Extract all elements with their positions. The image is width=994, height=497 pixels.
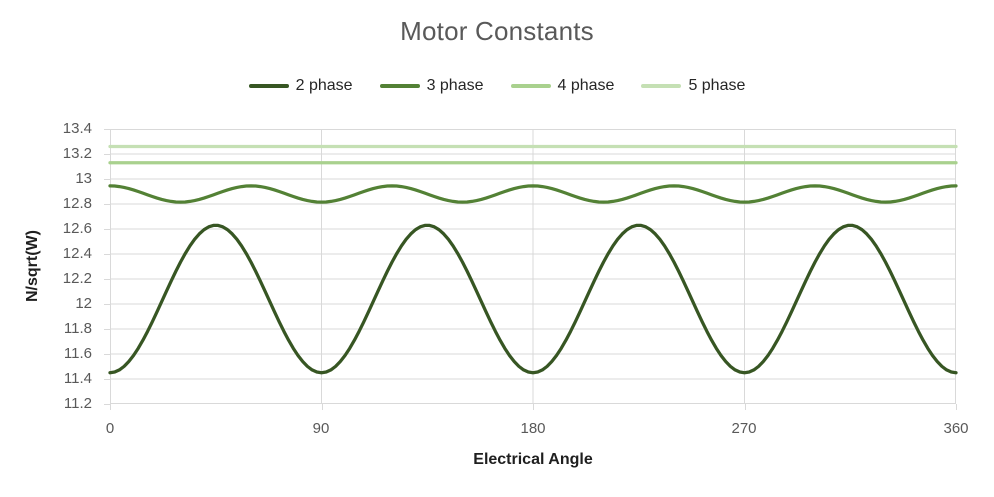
axis-tick-mark — [104, 379, 110, 380]
y-tick-label: 13 — [75, 170, 92, 187]
axis-tick-mark — [104, 304, 110, 305]
axis-tick-mark — [104, 179, 110, 180]
axis-tick-mark — [104, 129, 110, 130]
legend-item-5-phase[interactable]: 5 phase — [641, 77, 745, 95]
legend-item-4-phase[interactable]: 4 phase — [510, 77, 615, 95]
y-tick-label: 12 — [75, 295, 92, 312]
y-tick-label: 11.8 — [63, 320, 92, 337]
x-tick-label: 360 — [943, 420, 969, 437]
y-tick-label: 12.8 — [62, 195, 92, 212]
axis-tick-mark — [110, 404, 111, 410]
y-tick-label: 11.6 — [63, 345, 92, 362]
y-tick-label: 12.6 — [62, 220, 92, 237]
x-tick-label: 90 — [312, 420, 330, 437]
legend-label: 4 phase — [557, 77, 615, 94]
y-tick-label: 13.2 — [62, 145, 92, 162]
axis-tick-mark — [104, 279, 110, 280]
axis-tick-mark — [956, 404, 957, 410]
legend-label: 5 phase — [688, 77, 746, 94]
plot-border — [110, 129, 956, 404]
series-line-3-phase[interactable] — [108, 184, 958, 204]
legend-label: 3 phase — [426, 77, 484, 94]
axis-tick-mark — [104, 404, 110, 405]
legend-line-swatch-3-phase — [379, 84, 420, 88]
y-tick-label: 12.4 — [62, 245, 92, 262]
y-tick-label: 12.2 — [62, 270, 92, 287]
axis-tick-mark — [104, 254, 110, 255]
chart-title: Motor Constants — [400, 16, 594, 46]
legend: 2 phase 3 phase 4 phase 5 phase — [0, 76, 994, 96]
legend-line-swatch-5-phase — [641, 84, 682, 88]
y-tick-label: 13.4 — [62, 120, 92, 137]
legend-label: 2 phase — [295, 77, 353, 94]
y-tick-label: 11.4 — [63, 370, 92, 387]
axis-tick-mark — [744, 404, 746, 410]
legend-item-2-phase[interactable]: 2 phase — [248, 77, 353, 95]
axis-tick-mark — [104, 329, 110, 330]
x-axis-title: Electrical Angle — [473, 451, 593, 468]
axis-tick-mark — [321, 404, 323, 410]
legend-line-swatch-2-phase — [248, 84, 289, 88]
axis-tick-mark — [533, 404, 534, 410]
axis-tick-mark — [104, 354, 110, 355]
legend-item-3-phase[interactable]: 3 phase — [379, 77, 484, 95]
x-tick-label: 270 — [731, 420, 757, 437]
axis-tick-mark — [104, 229, 110, 230]
x-tick-label: 180 — [520, 420, 546, 437]
y-axis-title: N/sqrt(W) — [24, 230, 41, 302]
legend-line-swatch-4-phase — [510, 84, 551, 88]
x-tick-label: 0 — [105, 420, 115, 437]
plot-area — [108, 129, 958, 404]
y-tick-label: 11.2 — [63, 395, 92, 412]
axis-tick-mark — [104, 154, 110, 155]
series-line-2-phase[interactable] — [108, 223, 958, 375]
axis-tick-mark — [104, 204, 110, 205]
